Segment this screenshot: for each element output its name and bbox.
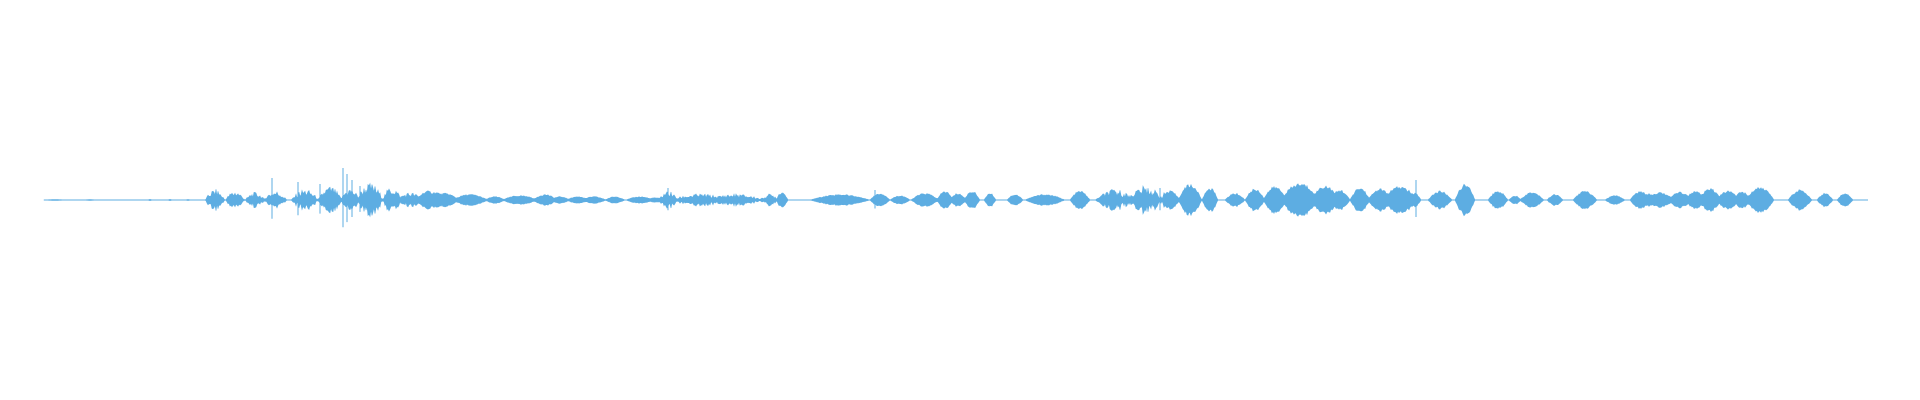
waveform-transients xyxy=(271,168,1417,228)
waveform-envelope xyxy=(43,182,1868,218)
